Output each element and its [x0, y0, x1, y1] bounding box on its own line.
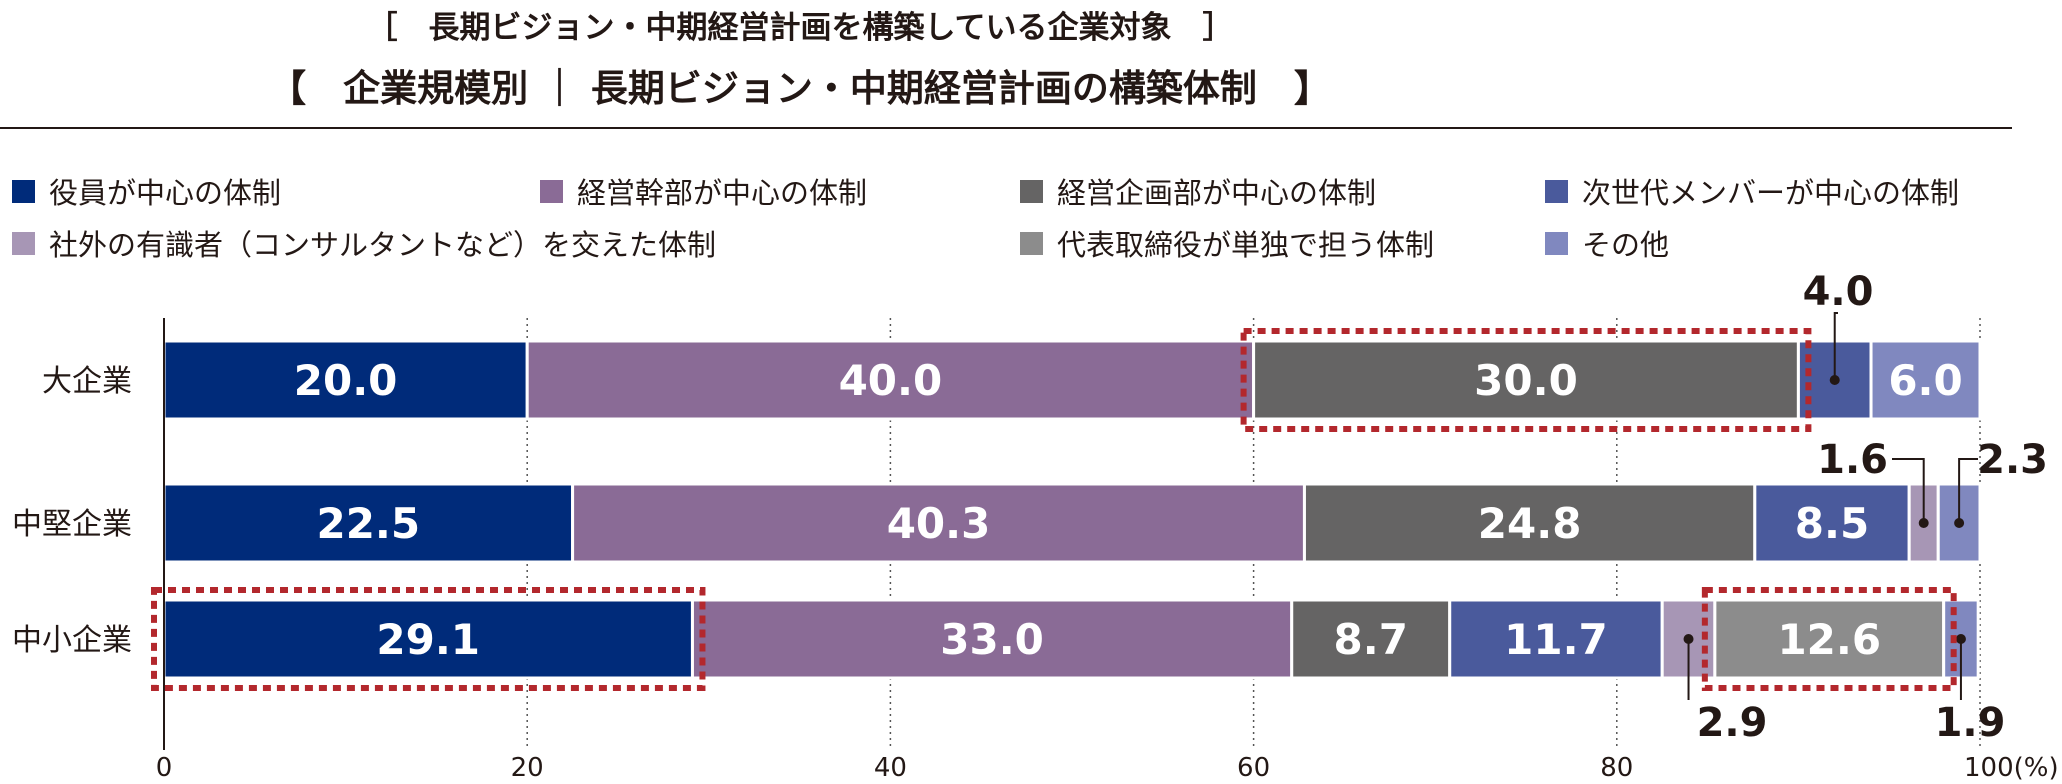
data-label: 12.6 — [1777, 615, 1881, 664]
data-label: 2.3 — [1977, 437, 2048, 483]
legend-label: 次世代メンバーが中心の体制 — [1582, 176, 1960, 210]
data-label: 40.0 — [839, 356, 943, 405]
data-label: 8.7 — [1334, 615, 1408, 664]
chart-subtitle: 【 企業規模別 ｜ 長期ビジョン・中期経営計画の構築体制 】 — [269, 67, 1331, 110]
data-label: 1.6 — [1817, 437, 1888, 483]
bar-segment — [1448, 598, 1664, 680]
callout-leader — [1833, 312, 1838, 380]
data-label: 4.0 — [1803, 269, 1874, 315]
bar-segment — [1869, 339, 1982, 421]
legend-item: 経営企画部が中心の体制 — [1020, 170, 1376, 212]
data-label: 11.7 — [1504, 615, 1608, 664]
data-label: 20.0 — [294, 356, 398, 405]
x-tick-label: 80 — [1600, 753, 1633, 783]
data-label: 24.8 — [1478, 499, 1582, 548]
data-label: 40.3 — [887, 499, 991, 548]
legend-swatch — [540, 179, 563, 203]
callout-leader — [1958, 458, 1978, 523]
legend-label: 代表取締役が単独で担う体制 — [1057, 228, 1435, 262]
data-label: 2.9 — [1697, 700, 1768, 746]
category-label: 大企業 — [42, 364, 132, 399]
legend-label: 社外の有識者（コンサルタントなど）を交えた体制 — [49, 228, 717, 262]
title-divider — [0, 127, 2012, 129]
data-label: 1.9 — [1935, 700, 2006, 746]
legend-swatch — [12, 231, 35, 255]
bar-segment — [1290, 598, 1452, 680]
chart-title: ［ 長期ビジョン・中期経営計画を構築している企業対象 ］ — [366, 10, 1234, 46]
data-label: 6.0 — [1888, 356, 1962, 405]
data-label: 22.5 — [316, 499, 420, 548]
data-label: 33.0 — [940, 615, 1044, 664]
legend-item: 次世代メンバーが中心の体制 — [1545, 170, 1959, 212]
legend-item: 社外の有識者（コンサルタントなど）を交えた体制 — [12, 222, 716, 264]
x-tick-label: 40 — [874, 753, 907, 783]
legend-label: 経営企画部が中心の体制 — [1057, 176, 1377, 210]
legend-swatch — [1020, 179, 1043, 203]
legend-label: 経営幹部が中心の体制 — [577, 176, 868, 210]
category-label: 中堅企業 — [12, 507, 132, 542]
x-tick-label: 100(%) — [1964, 753, 2059, 783]
legend-swatch — [1545, 231, 1568, 255]
legend-item: 役員が中心の体制 — [12, 170, 281, 212]
legend-label: 役員が中心の体制 — [49, 176, 282, 210]
data-label: 29.1 — [376, 615, 480, 664]
legend-item: その他 — [1545, 222, 1669, 264]
x-tick-label: 20 — [511, 753, 544, 783]
data-label: 30.0 — [1474, 356, 1578, 405]
highlight-frame — [1240, 328, 1812, 432]
x-tick-label: 60 — [1237, 753, 1270, 783]
bar-segment — [1753, 482, 1911, 564]
legend-swatch — [12, 179, 35, 203]
bar-segment — [571, 482, 1306, 564]
legend-label: その他 — [1582, 228, 1670, 262]
category-label: 中小企業 — [12, 623, 132, 658]
bar-segment — [690, 598, 1294, 680]
x-tick-label: 0 — [156, 753, 173, 783]
legend-item: 代表取締役が単独で担う体制 — [1020, 222, 1434, 264]
callout-leader — [1892, 458, 1925, 523]
bar-segment — [1713, 598, 1946, 680]
highlight-frame — [1701, 587, 1957, 691]
data-label: 8.5 — [1795, 499, 1869, 548]
legend-swatch — [1545, 179, 1568, 203]
legend-item: 経営幹部が中心の体制 — [540, 170, 867, 212]
bar-segment — [1302, 482, 1757, 564]
legend-swatch — [1020, 231, 1043, 255]
bar-segment — [525, 339, 1256, 421]
